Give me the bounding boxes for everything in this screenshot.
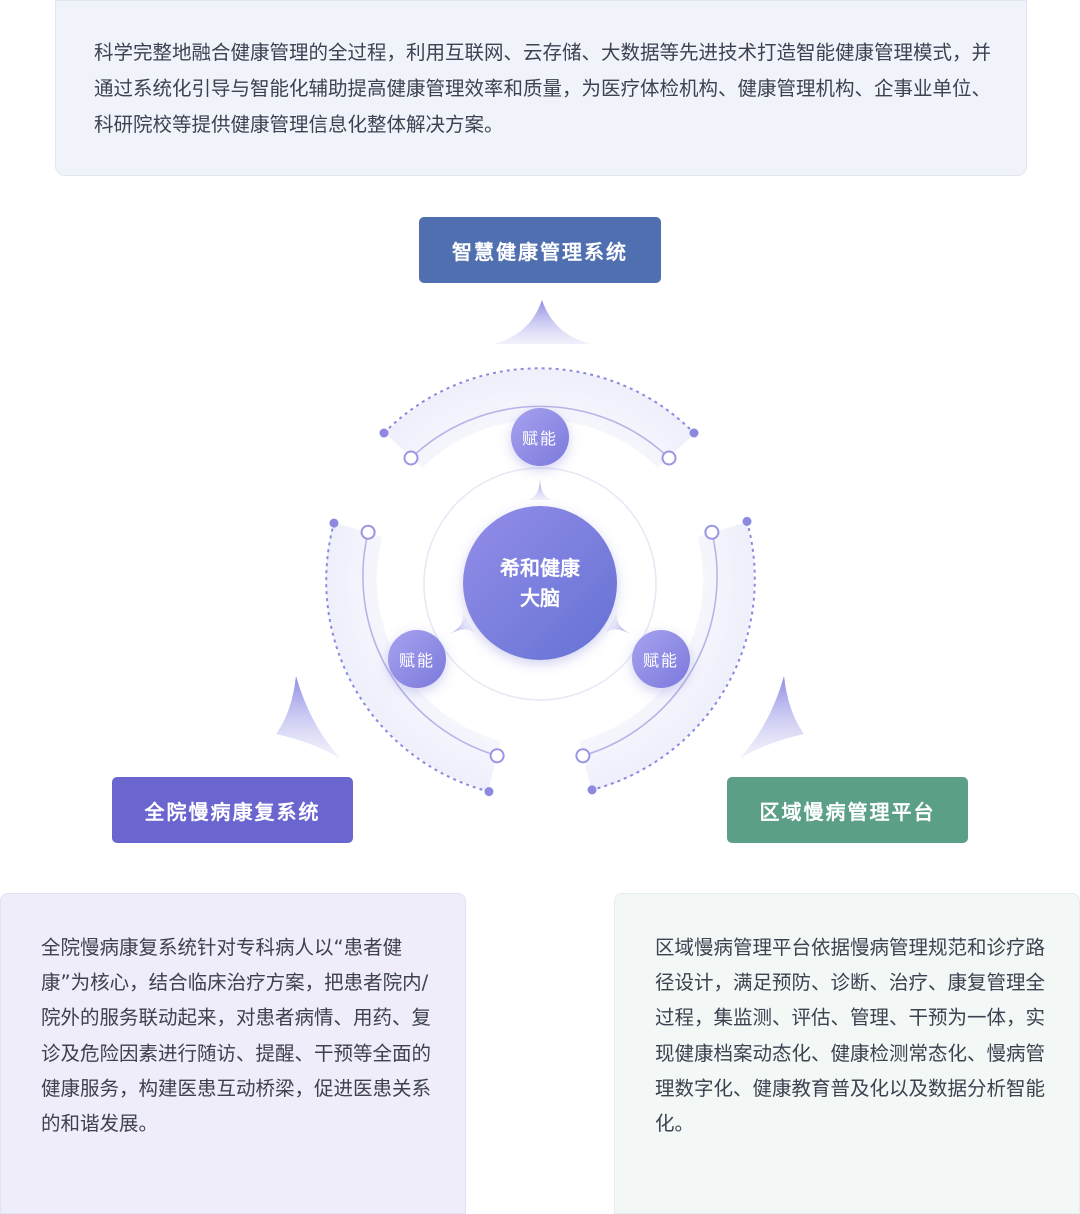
- intro-panel: 科学完整地融合健康管理的全过程，利用互联网、云存储、大数据等先进技术打造智能健康…: [55, 0, 1027, 176]
- intro-text: 科学完整地融合健康管理的全过程，利用互联网、云存储、大数据等先进技术打造智能健康…: [94, 41, 992, 136]
- center-node-label: 希和健康 大脑: [463, 506, 617, 660]
- empower-label-left: 赋能: [398, 651, 435, 670]
- regional-chronic-platform-button[interactable]: 区域慢病管理平台: [727, 777, 968, 843]
- regional-platform-description: 区域慢病管理平台依据慢病管理规范和诊疗路径设计，满足预防、诊断、治疗、康复管理全…: [655, 936, 1046, 1136]
- center-line-2: 大脑: [520, 586, 560, 610]
- pointer-left: [276, 676, 340, 758]
- center-arrow-top: [528, 478, 552, 500]
- regional-platform-description-panel: 区域慢病管理平台依据慢病管理规范和诊疗路径设计，满足预防、诊断、治疗、康复管理全…: [614, 893, 1080, 1214]
- smart-health-system-button[interactable]: 智慧健康管理系统: [419, 217, 661, 283]
- rehab-system-description-panel: 全院慢病康复系统针对专科病人以“患者健康”为核心，结合临床治疗方案，把患者院内/…: [0, 893, 466, 1214]
- hospital-rehab-system-button[interactable]: 全院慢病康复系统: [112, 777, 353, 843]
- rehab-system-description: 全院慢病康复系统针对专科病人以“患者健康”为核心，结合临床治疗方案，把患者院内/…: [41, 936, 432, 1136]
- pointer-top: [493, 300, 591, 344]
- empower-label-right: 赋能: [642, 651, 679, 670]
- pointer-right: [740, 676, 804, 758]
- empower-label-top: 赋能: [521, 429, 558, 448]
- center-line-1: 希和健康: [500, 556, 580, 580]
